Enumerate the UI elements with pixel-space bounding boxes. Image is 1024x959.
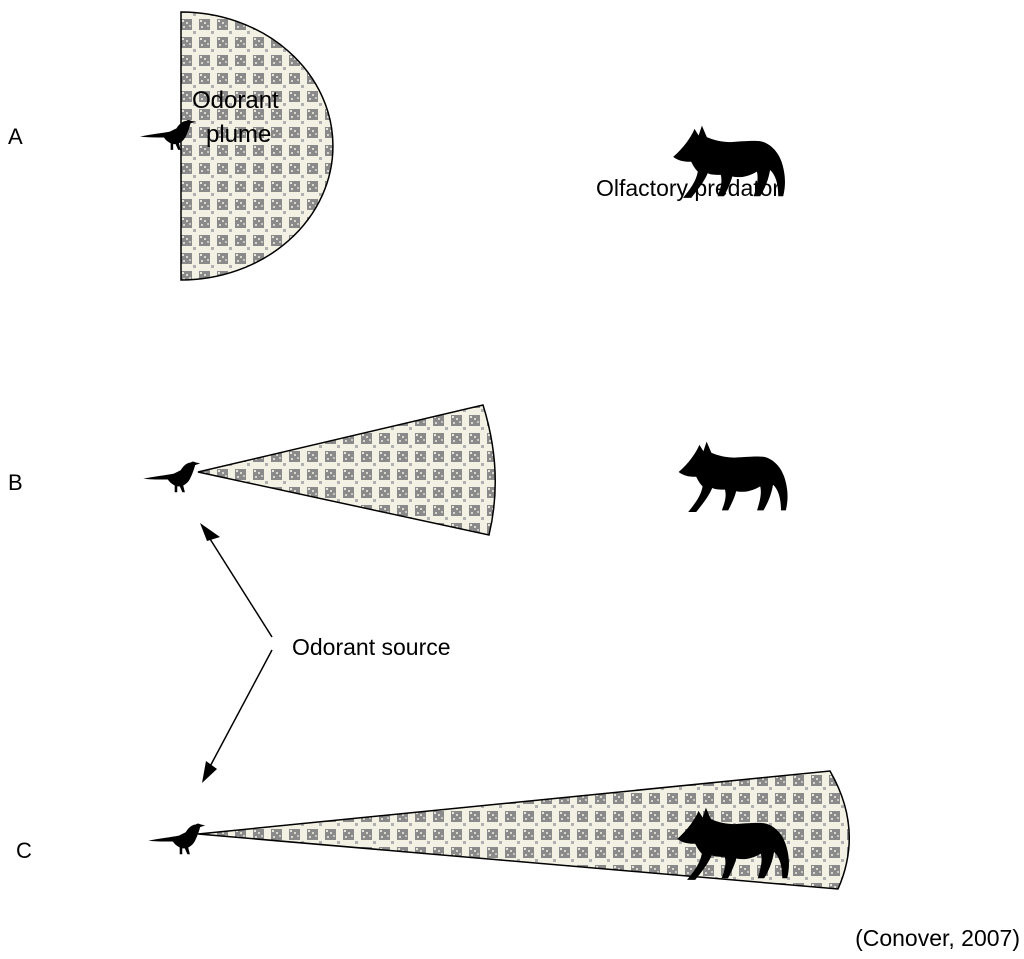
source-arrow-lower-head [202,761,217,783]
source-arrow-lower [206,650,272,774]
coyote-icon [679,442,788,512]
bird-icon [143,462,200,493]
row-label-a: A [8,124,23,149]
plume-label-line2: plume [206,121,271,148]
source-label: Odorant source [292,634,451,660]
predator-label: Olfactory predator [596,175,780,201]
source-arrow-upper-head [200,523,220,541]
row-label-c: C [16,838,32,863]
source-arrow-upper [205,531,272,637]
odor-plume-cone-short [198,405,495,535]
row-label-b: B [8,470,23,495]
plume-label-line1: Odorant [192,87,279,114]
bird-icon [148,824,205,855]
citation: (Conover, 2007) [855,925,1020,951]
